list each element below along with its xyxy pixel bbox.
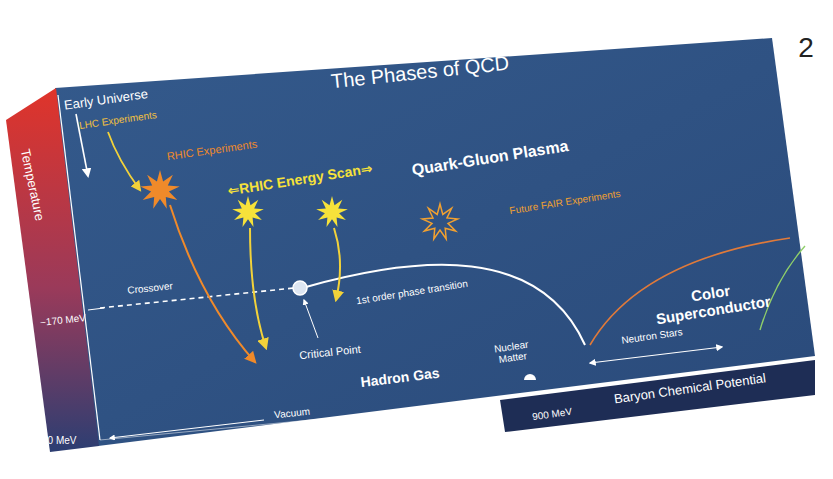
collision-star: [140, 170, 179, 209]
temperature-tick: [88, 308, 104, 310]
axis-value: 0 MeV: [107, 451, 137, 465]
neutron-stars-range: [590, 347, 722, 363]
energy-scan-arrow: [250, 228, 266, 348]
temperature-band: [6, 88, 99, 452]
energy-scan-arrow: [334, 228, 340, 300]
collision-star: [232, 196, 264, 227]
slide-number: 2: [798, 33, 814, 64]
first-order-line: [306, 265, 585, 345]
rhic-arrow: [170, 205, 255, 362]
nuclear-matter-marker: [524, 374, 536, 380]
axis-value: 0 MeV: [48, 435, 77, 446]
diagram-panel: [55, 38, 815, 446]
green-boundary: [760, 246, 805, 330]
critical-point-leader: [304, 300, 318, 338]
collision-star: [316, 196, 348, 227]
baryon-axis-band: [500, 360, 815, 432]
baryon-axis: [100, 402, 500, 440]
collision-star: [422, 204, 457, 239]
lhc-arrow: [108, 132, 140, 190]
critical-point-marker: [293, 281, 307, 295]
temperature-axis: [58, 95, 100, 440]
vacuum-leader: [110, 420, 264, 438]
